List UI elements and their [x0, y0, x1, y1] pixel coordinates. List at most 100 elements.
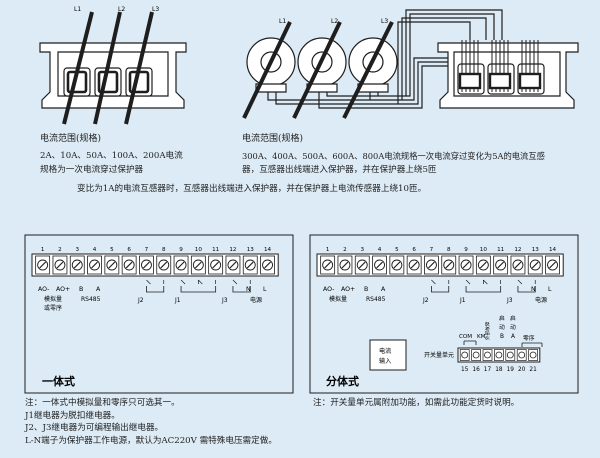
terminal-number: 14 — [549, 247, 557, 253]
terminal-number: 7 — [145, 247, 149, 253]
tl-phase-l1: L1 — [74, 6, 81, 13]
tr-range-line1: 300A、400A、500A、600A、800A电流规格一次电流穿过变化为5A的… — [242, 151, 545, 161]
screw-slot — [143, 261, 150, 269]
tr-phase-l3: L3 — [381, 18, 388, 25]
split-note: 注：开关量单元属附加功能，如需此功能定货时说明。 — [313, 398, 520, 408]
relay-bracket — [465, 286, 502, 293]
tr-phase-l2: L2 — [331, 18, 338, 25]
split-l: L — [548, 286, 552, 293]
switch-unit-label: 开关量单元 — [424, 351, 454, 359]
terminal-number: 2 — [58, 247, 62, 253]
switch-term-number: 19 — [507, 367, 515, 373]
terminal-number: 9 — [179, 247, 183, 253]
switch-term-number: 17 — [484, 367, 492, 373]
split-power: 电源 — [535, 296, 547, 304]
split-b: B — [364, 286, 368, 293]
integrated-protector-drawing — [39, 11, 187, 125]
switch-unit-bracket — [463, 340, 543, 347]
screw-slot — [264, 261, 271, 269]
sw-start-a-2: 动 — [510, 324, 516, 331]
integrated-notes: 注：一体式中模拟量和零序只可选其一。 J1继电器为脱扣继电器。 J2、J3继电器… — [25, 397, 277, 447]
relay-bracket — [232, 286, 251, 293]
screw-slot — [514, 261, 522, 269]
relay-bracket — [146, 286, 165, 293]
screw-slot — [177, 261, 185, 269]
switch-screw — [518, 351, 526, 359]
screw-slot — [445, 261, 453, 269]
switch-term-number: 18 — [495, 367, 503, 373]
screw-slot — [56, 261, 64, 269]
transformer-note: 变比为1A的电流互感器时，互感器出线端进入保护器，并在保护器上电流传感器上绕10… — [77, 184, 427, 194]
screw-slot — [497, 261, 505, 269]
split-title: 分体式 — [326, 374, 359, 388]
int-or-zero-seq: 或零序 — [44, 304, 62, 312]
tr-range-line2: 器，互感器出线端进入保护器，并在保护器上绕5匝 — [242, 165, 437, 175]
sw-com: COM — [459, 334, 472, 340]
switch-screw — [461, 351, 469, 359]
screw-slot — [73, 261, 81, 269]
tl-range-note: 规格为一次电流穿过保护器 — [40, 165, 144, 175]
split-j2: J2 — [422, 297, 429, 304]
screw-slot — [428, 261, 435, 269]
integrated-note-2: J1继电器为脱扣继电器。 — [25, 410, 120, 421]
relay-bracket — [431, 286, 450, 293]
screw-slot — [479, 261, 487, 269]
terminal-number: 4 — [93, 247, 97, 253]
int-l: L — [263, 286, 267, 293]
screw-slot — [376, 261, 383, 269]
tl-phase-l2: L2 — [118, 6, 125, 13]
terminal-number: 4 — [378, 247, 382, 253]
terminal-number: 11 — [497, 247, 505, 253]
int-ao-plus: AO+ — [56, 286, 70, 293]
terminal-number: 14 — [264, 247, 272, 253]
terminal-strip — [316, 253, 564, 277]
current-input-box — [369, 339, 407, 371]
split-n: N — [531, 286, 536, 293]
terminal-number: 8 — [447, 247, 451, 253]
terminal-number: 5 — [110, 247, 114, 253]
switch-screw — [495, 351, 503, 359]
split-ao-minus: AO- — [323, 286, 334, 293]
screw-slot — [410, 261, 418, 269]
split-a: A — [381, 286, 386, 293]
relay-contact — [180, 279, 199, 285]
terminal-number: 11 — [212, 247, 220, 253]
screw-slot — [531, 261, 539, 269]
screw-slot — [194, 261, 202, 269]
screw-slot — [91, 261, 98, 269]
integrated-title: 一体式 — [42, 374, 75, 388]
split-analog: 模拟量 — [329, 295, 347, 303]
screw-slot — [358, 261, 366, 269]
sw-fault: 外部故障 — [484, 321, 491, 340]
terminal-number: 10 — [195, 247, 203, 253]
terminal-number: 13 — [247, 247, 255, 253]
current-input-label-2: 输入 — [379, 357, 391, 365]
screw-slot — [108, 261, 116, 269]
relay-contact — [232, 279, 251, 285]
terminal-number: 6 — [412, 247, 416, 253]
terminal-number: 10 — [480, 247, 488, 253]
switch-term-number: 20 — [518, 367, 526, 373]
relay-bracket — [180, 286, 217, 293]
terminal-number: 3 — [75, 247, 79, 253]
integrated-note-4: L-N端子为保护器工作电源，默认为AC220V 需特殊电压需定做。 — [25, 435, 277, 446]
relay-contact — [431, 279, 450, 285]
int-j1: J1 — [174, 297, 181, 304]
tl-range-title: 电流范围(规格) — [40, 134, 102, 144]
relay-bracket — [517, 286, 536, 293]
int-j2: J2 — [137, 297, 144, 304]
int-power: 电源 — [250, 296, 262, 304]
int-n: N — [246, 286, 251, 293]
int-j3: J3 — [221, 297, 228, 304]
split-j3: J3 — [506, 297, 513, 304]
sw-start-b-1: 启 — [499, 314, 505, 322]
integrated-note-3: J2、J3继电器为可编程输出继电器。 — [25, 423, 164, 433]
terminal-number: 12 — [229, 247, 236, 253]
screw-slot — [212, 261, 220, 269]
switch-screw — [529, 351, 537, 359]
integrated-note-1: 注：一体式中模拟量和零序只可选其一。 — [25, 398, 180, 408]
terminal-number: 1 — [41, 247, 45, 253]
int-ao-minus: AO- — [38, 286, 49, 293]
